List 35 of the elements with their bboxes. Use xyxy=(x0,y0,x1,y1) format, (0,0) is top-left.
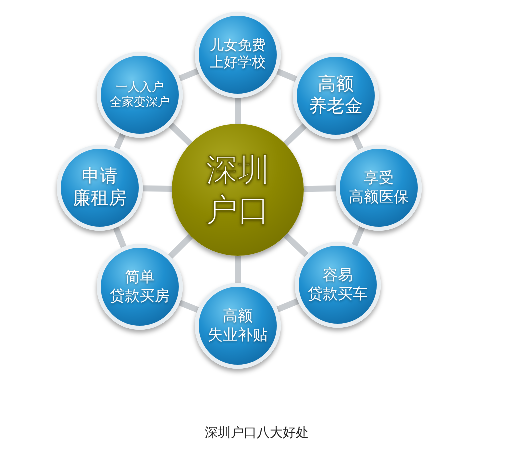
connector-line xyxy=(168,234,194,259)
connector-line xyxy=(113,226,127,248)
connector-line xyxy=(352,226,366,247)
connector-line xyxy=(168,122,193,146)
node-text: 简单贷款买房 xyxy=(110,268,170,306)
node-text: 享受高额医保 xyxy=(349,169,409,207)
benefit-circle xyxy=(293,53,379,139)
center-sphere xyxy=(172,124,304,256)
connector-line xyxy=(284,124,308,146)
benefit-circle xyxy=(97,244,183,330)
connector-line xyxy=(142,186,172,192)
benefit-circle xyxy=(295,242,381,328)
connector-line xyxy=(351,134,364,150)
caption: 深圳户口八大好处 xyxy=(204,425,310,442)
connector-line xyxy=(178,68,200,82)
benefit-circle xyxy=(195,283,281,369)
node-text: 高额养老金 xyxy=(309,74,363,118)
benefit-circle xyxy=(336,145,422,231)
node-text: 容易贷款买车 xyxy=(308,266,368,304)
connector-line xyxy=(235,98,241,124)
connector-line xyxy=(276,298,300,312)
connector-line xyxy=(284,233,309,258)
connector-line xyxy=(178,300,200,313)
node-text: 一人入户全家变深户 xyxy=(110,80,170,110)
node-text: 高额失业补贴 xyxy=(208,307,268,345)
node-text: 儿女免费上好学校 xyxy=(210,38,266,72)
benefit-circle xyxy=(57,145,143,231)
benefit-circle xyxy=(195,12,281,98)
benefit-circle xyxy=(97,52,183,138)
connector-line xyxy=(276,68,298,82)
node-text: 深圳户口 xyxy=(206,150,270,230)
connector-line xyxy=(114,133,126,150)
connector-line xyxy=(235,256,241,283)
connector-line xyxy=(304,186,336,192)
node-text: 申请廉租房 xyxy=(73,166,127,210)
